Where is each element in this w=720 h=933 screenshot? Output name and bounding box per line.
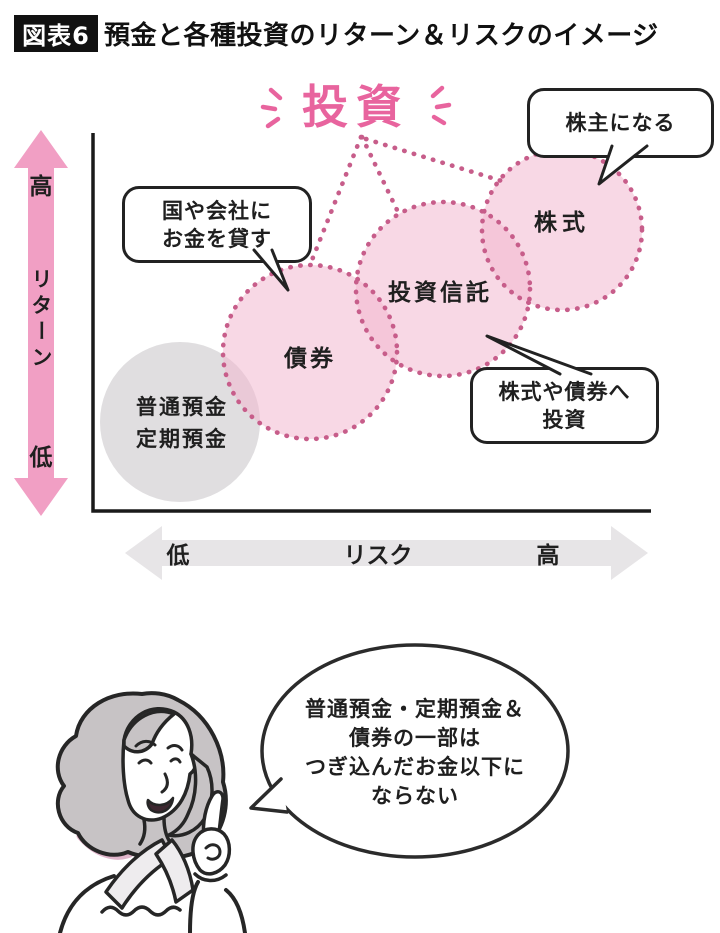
deposit-circle-label-line2: 定期預金 [136, 427, 228, 451]
speech-bubble-line2: 債券の一部は [349, 726, 481, 750]
deposit-circle-label-line1: 普通預金 [136, 395, 228, 419]
investment-connector-lines [309, 134, 508, 263]
mouth [146, 796, 175, 814]
bonds-callout: 国や会社に お金を貸す [122, 186, 312, 263]
kimono-collar-left [104, 838, 174, 910]
deposit-circle [100, 342, 260, 502]
risk-arrow [125, 526, 648, 580]
speech-bubble [249, 643, 570, 859]
y-axis-low-label: 低 [29, 445, 53, 471]
shoulders [58, 874, 247, 933]
hair-fringe [122, 709, 176, 754]
return-arrow [14, 130, 68, 516]
y-axis-name: リターン [29, 268, 53, 372]
funds-callout-line2: 投資 [542, 407, 587, 432]
asset-circles [100, 147, 645, 502]
bonds-callout-line2: お金を貸す [162, 226, 272, 251]
x-axis-name: リスク [343, 543, 413, 569]
bond-circle [223, 265, 397, 439]
x-axis-low-label: 低 [166, 543, 190, 569]
facial-features [134, 739, 184, 794]
sparkle-marks [260, 85, 452, 129]
stock-circle [482, 150, 642, 310]
chest-wavy-line [100, 905, 182, 917]
pointing-hand [191, 790, 232, 883]
woman-illustration [55, 691, 247, 933]
figure-number-tag: 図表6 [14, 15, 98, 52]
kimono-collar-right [154, 838, 195, 904]
deposit-circle-label: 普通預金 定期預金 [136, 391, 228, 455]
stocks-callout-line1: 株主になる [565, 111, 676, 135]
stock-circle-dotted-border [479, 147, 645, 313]
investment-group-label: 投資 [302, 80, 410, 134]
speech-bubble-text: 普通預金・定期預金＆ 債券の一部は つぎ込んだお金以下に ならない [305, 695, 525, 811]
fund-circle-label: 投資信託 [388, 280, 492, 306]
funds-callout-line1: 株式や債券へ [498, 379, 631, 404]
funds-callout: 株式や債券へ 投資 [470, 367, 659, 444]
bonds-callout-line1: 国や会社に [162, 198, 272, 223]
stock-circle-label: 株式 [534, 210, 590, 236]
figure-title: 預金と各種投資のリターン＆リスクのイメージ [104, 21, 659, 51]
speech-bubble-line4: ならない [371, 784, 459, 808]
stocks-callout: 株主になる [527, 88, 714, 158]
axes-lines [91, 133, 651, 513]
y-axis-high-label: 高 [29, 174, 53, 200]
fund-circle-dotted-border [353, 199, 533, 379]
speech-bubble-line3: つぎ込んだお金以下に [305, 755, 525, 779]
bond-circle-dotted-border [220, 262, 400, 442]
speech-bubble-tail [249, 777, 289, 814]
x-axis-high-label: 高 [536, 543, 560, 569]
speech-bubble-line1: 普通預金・定期預金＆ [305, 697, 525, 721]
bond-circle-label: 債券 [284, 346, 336, 372]
